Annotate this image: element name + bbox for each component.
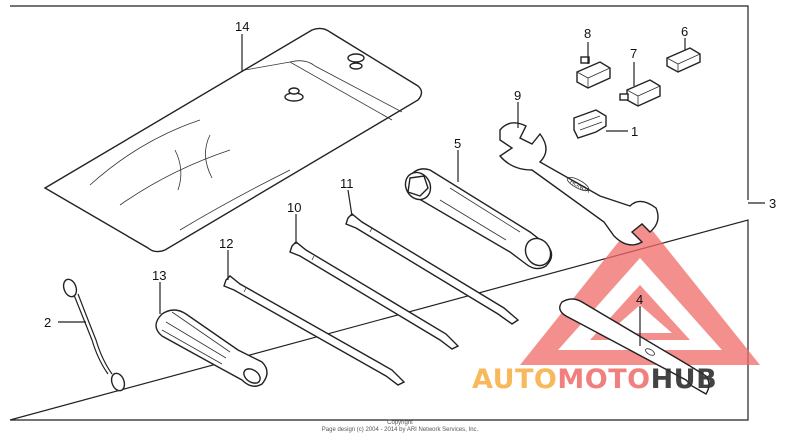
flat-lever [559, 298, 710, 395]
callout-5: 5 [454, 136, 461, 151]
watermark-moto: MOTO [557, 364, 651, 395]
screwdriver-handle [155, 309, 268, 387]
helmet-holder-cable [62, 278, 126, 392]
callout-7: 7 [630, 46, 637, 61]
callout-2: 2 [44, 315, 51, 330]
copyright-line-2: Page design (c) 2004 - 2014 by ARI Netwo… [321, 427, 479, 433]
callout-9: 9 [514, 88, 521, 103]
clip-6 [666, 47, 701, 73]
callout-12: 12 [219, 236, 233, 251]
plug-socket-wrench [404, 168, 553, 270]
watermark-text: AUTOMOTOHUB [472, 364, 717, 395]
screwdriver-blade-12 [223, 275, 406, 386]
callout-14: 14 [235, 19, 249, 34]
watermark-hub: HUB [650, 364, 718, 395]
diagram-frame [9, 5, 749, 421]
callout-13: 13 [152, 268, 166, 283]
callout-4: 4 [636, 292, 643, 307]
watermark-auto: AUTO [472, 364, 558, 395]
screwdriver-blade-11 [345, 213, 520, 325]
callout-10: 10 [287, 200, 301, 215]
open-end-wrench: HONDA [498, 122, 659, 246]
copyright-line-1: Copyright [387, 420, 413, 426]
callout-11: 11 [340, 176, 354, 191]
leader-11 [347, 189, 353, 217]
clip-1 [573, 109, 607, 139]
clip-7 [619, 79, 661, 107]
callout-1: 1 [631, 124, 638, 139]
callout-8: 8 [584, 26, 591, 41]
clip-8 [576, 56, 611, 89]
screwdriver-blade-10 [289, 241, 460, 350]
callout-6: 6 [681, 24, 688, 39]
copyright-notice: Copyright Page design (c) 2004 - 2014 by… [250, 420, 550, 434]
tool-bag [43, 27, 423, 253]
callout-3: 3 [769, 196, 776, 211]
